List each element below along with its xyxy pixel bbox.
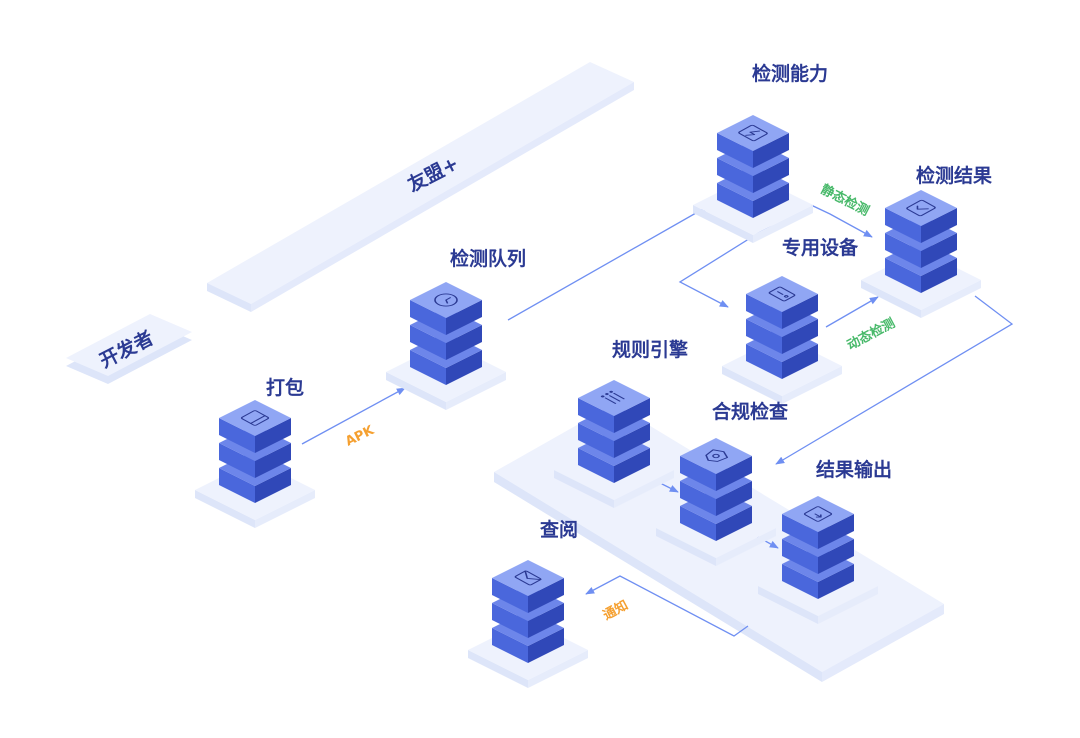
document-check-icon <box>906 199 936 217</box>
apk-edge-label: APK <box>343 423 377 450</box>
output-label: 结果输出 <box>816 458 892 481</box>
node-output <box>758 496 878 624</box>
shield-bolt-icon <box>738 124 768 142</box>
edge-package-queue <box>301 387 406 445</box>
device-icon <box>768 286 796 302</box>
node-device <box>722 276 842 404</box>
node-rule-engine <box>554 380 674 508</box>
node-compliance <box>656 438 776 566</box>
list-icon <box>600 390 625 404</box>
alliance-plate <box>207 62 634 312</box>
tablet-icon <box>240 410 270 426</box>
result-label: 检测结果 <box>916 164 992 187</box>
static-edge-label: 静态检测 <box>818 181 872 219</box>
node-queue <box>386 282 506 410</box>
queue-label: 检测队列 <box>450 247 526 270</box>
edge-output-review <box>585 575 749 637</box>
mail-icon <box>514 570 542 586</box>
dynamic-edge-label: 动态检测 <box>844 315 897 354</box>
capability-label: 检测能力 <box>752 62 828 85</box>
node-review <box>468 560 588 688</box>
export-icon <box>803 506 833 522</box>
package-label: 打包 <box>266 376 304 399</box>
device-label: 专用设备 <box>782 236 859 259</box>
clock-icon <box>434 293 458 307</box>
node-result <box>861 190 981 318</box>
edge-result-compliance <box>775 295 1014 465</box>
rule-engine-label: 规则引擎 <box>612 338 688 361</box>
developer-plate <box>66 314 192 384</box>
compliance-label: 合规检查 <box>712 400 789 423</box>
edge-queue-capability <box>507 204 711 321</box>
notify-edge-label: 通知 <box>600 597 630 623</box>
edge-device-result <box>825 296 879 328</box>
shield-icon <box>705 449 729 462</box>
review-label: 查阅 <box>539 518 578 541</box>
node-package <box>195 400 315 528</box>
node-capability <box>693 115 813 243</box>
